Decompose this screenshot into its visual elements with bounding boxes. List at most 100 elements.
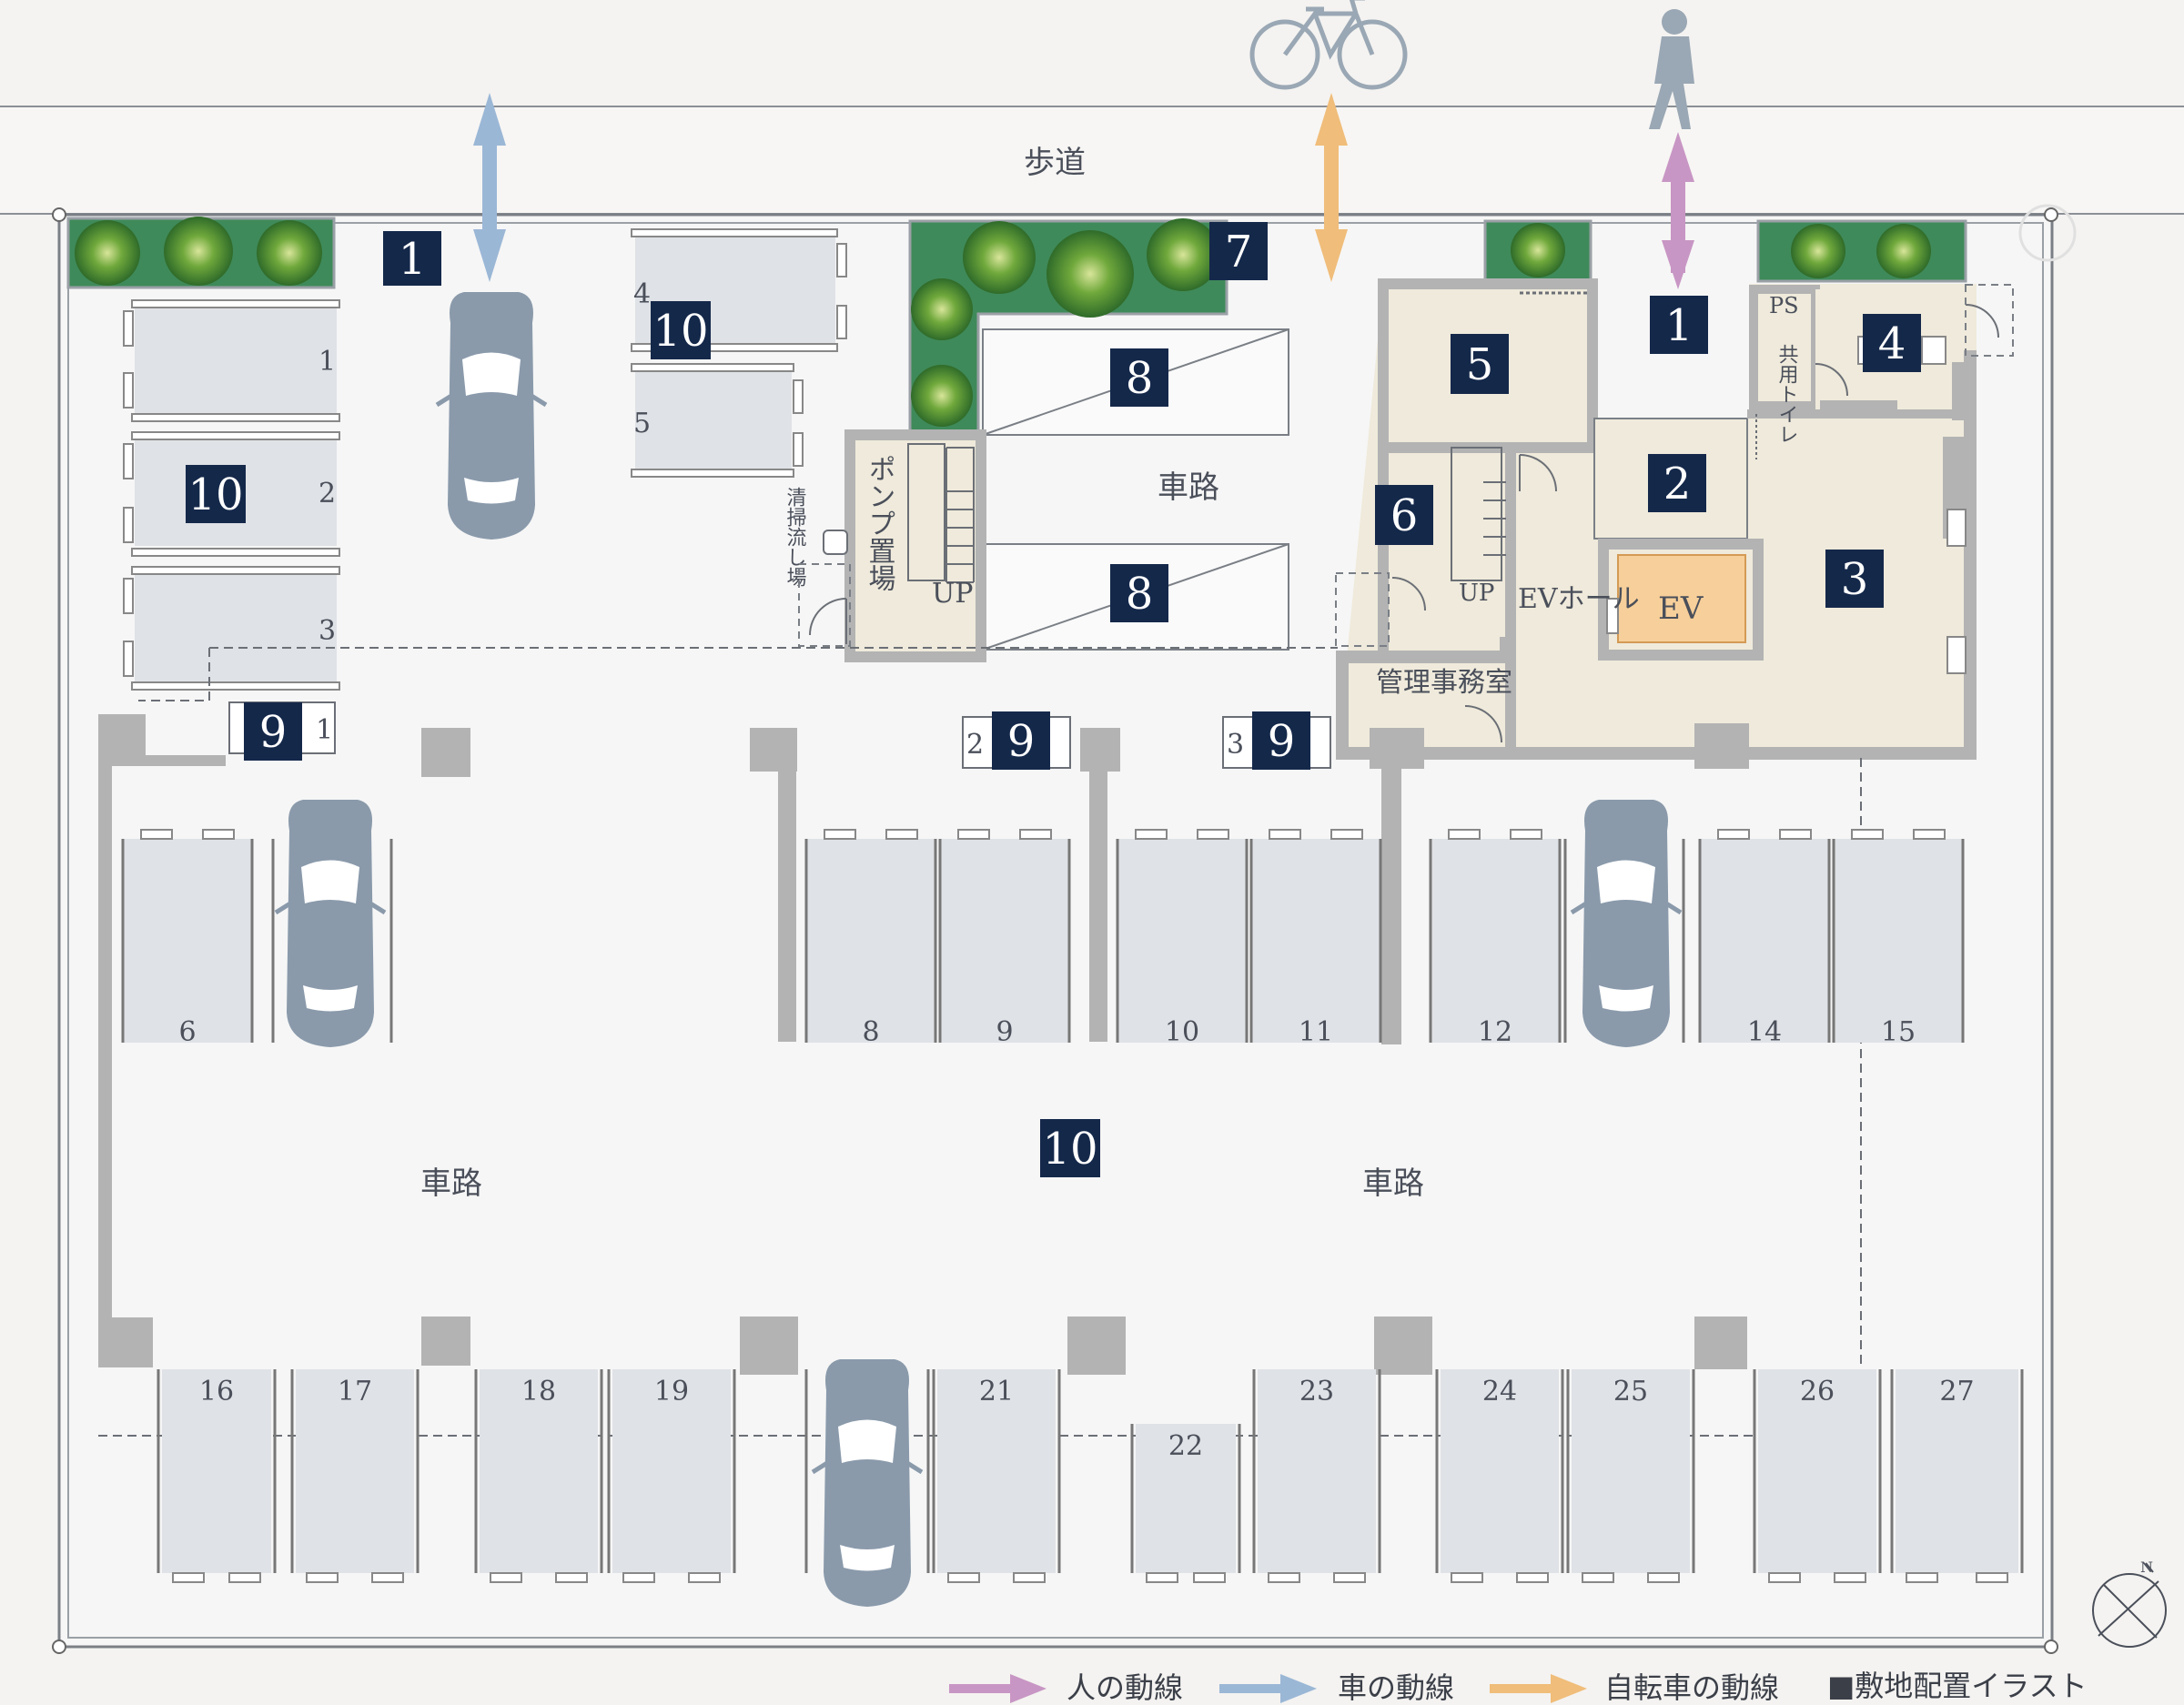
mini-slot-number: 5: [633, 408, 651, 439]
parking-space-number: 24: [1482, 1376, 1517, 1407]
plant-icon: [1147, 218, 1219, 291]
legend-badge: 8: [1110, 348, 1168, 407]
planter-entrance-right: [1756, 219, 1967, 283]
parking-space: 24: [1435, 1369, 1564, 1583]
car-icon: [811, 1359, 924, 1607]
parking-space-number: 16: [199, 1376, 234, 1407]
parking-space: 23: [1252, 1369, 1381, 1583]
legend-badge: 3: [1825, 550, 1884, 608]
parking-space: 26: [1753, 1369, 1882, 1583]
legend-badge: 2: [1648, 454, 1706, 512]
badge-number: 4: [1878, 318, 1906, 369]
parking-space-number: 14: [1747, 1016, 1782, 1048]
parking-space: 18: [474, 1369, 603, 1583]
badge-number: 10: [652, 306, 708, 357]
parking-space: 6: [121, 829, 254, 1048]
bike-slot-number: 3: [1227, 729, 1244, 761]
cleaning-sink-label: 清掃流し場: [784, 487, 807, 587]
cleaning-sink: [823, 530, 848, 555]
legend-badge: 9: [244, 702, 302, 761]
wall-pillar: [1694, 723, 1749, 769]
parking-space-number: 9: [996, 1016, 1013, 1048]
badge-number: 2: [1663, 459, 1692, 509]
mini-slot-number: 3: [318, 615, 336, 647]
legend-badge: 9: [992, 711, 1050, 770]
legend-badge: 10: [186, 465, 246, 523]
plant-icon: [911, 278, 973, 340]
arrow-icon: [1551, 1674, 1587, 1703]
bike-slot-number: 1: [316, 714, 333, 746]
ps-label: PS: [1769, 293, 1799, 318]
plant-icon: [1046, 230, 1134, 318]
legend-badge: 5: [1451, 334, 1509, 394]
road-label: 車路: [1362, 1165, 1424, 1202]
parking-space-number: 23: [1299, 1376, 1334, 1407]
mini-slot-number: 4: [633, 278, 651, 310]
compass-icon: [2092, 1562, 2167, 1648]
pump-room: [809, 429, 986, 662]
parking-space: 11: [1249, 829, 1382, 1048]
pump-room-dashed: [798, 563, 851, 647]
boundary-corner: [52, 207, 66, 222]
bicycle-parking-area: [982, 328, 1289, 651]
parking-space: 22: [1130, 1424, 1241, 1583]
up-label: UP: [1459, 580, 1494, 607]
legend-bicycle-label: 自転車の動線: [1604, 1670, 1779, 1705]
legend-badge: 6: [1375, 485, 1433, 545]
plant-icon: [164, 217, 233, 286]
legend-badge: 10: [1040, 1119, 1100, 1177]
ev-label: EV: [1658, 590, 1704, 627]
site-marker: [2018, 204, 2077, 262]
parking-space-number: 12: [1478, 1016, 1512, 1048]
parking-space: 10: [1116, 829, 1249, 1048]
mini-slot-number: 1: [318, 346, 336, 378]
parking-space-number: 15: [1881, 1016, 1916, 1048]
compass-n: N: [2140, 1559, 2153, 1576]
legend-badge: 1: [1650, 296, 1708, 354]
parking-space: 25: [1566, 1369, 1695, 1583]
parking-space: 21: [932, 1369, 1061, 1583]
legend-badge: 8: [1110, 564, 1168, 622]
parking-space-number: 10: [1165, 1016, 1199, 1048]
plant-icon: [257, 220, 322, 286]
legend-badge: 10: [651, 301, 711, 359]
pump-room-label: ポンプ置場: [864, 455, 895, 591]
parking-space: [271, 839, 393, 1043]
badge-number: 9: [259, 707, 288, 758]
legend-badge: 9: [1252, 711, 1310, 770]
parking-space-number: 11: [1299, 1016, 1333, 1048]
badge-number: 1: [1665, 300, 1694, 351]
parking-space-number: 27: [1939, 1376, 1974, 1407]
plant-icon: [911, 365, 973, 427]
plant-icon: [963, 221, 1036, 294]
parking-space: 9: [938, 829, 1071, 1048]
road-label: 車路: [420, 1165, 482, 1202]
pedestrian-icon: [1649, 9, 1694, 129]
boundary-corner: [2044, 207, 2058, 222]
parking-space-number: 22: [1168, 1430, 1203, 1462]
plant-icon: [75, 220, 140, 286]
car-flow-arrow: [473, 93, 506, 282]
badge-number: 10: [1042, 1124, 1097, 1175]
pillars: [421, 728, 1747, 1375]
car-icon: [274, 800, 387, 1047]
badge-number: 10: [187, 469, 243, 520]
legend-person-label: 人の動線: [1067, 1670, 1183, 1705]
planter-left: [66, 217, 336, 289]
badge-number: 1: [399, 234, 427, 285]
arrow-icon: [1010, 1674, 1046, 1703]
sidewalk-label: 歩道: [1024, 145, 1086, 181]
parking-space: 27: [1890, 1369, 2024, 1583]
legend-car: 車の動線: [1219, 1670, 1454, 1705]
bicycle-icon: [1249, 0, 1408, 90]
badge-number: 6: [1390, 490, 1419, 541]
parking-space-number: 18: [521, 1376, 556, 1407]
parking-space: 12: [1429, 829, 1562, 1048]
parking-space: 17: [290, 1369, 420, 1583]
up-label: UP: [932, 578, 973, 610]
person-flow-arrow: [1662, 132, 1694, 289]
legend-note: ■敷地配置イラスト: [1827, 1669, 2088, 1703]
bike-slot-number: 2: [966, 729, 984, 761]
